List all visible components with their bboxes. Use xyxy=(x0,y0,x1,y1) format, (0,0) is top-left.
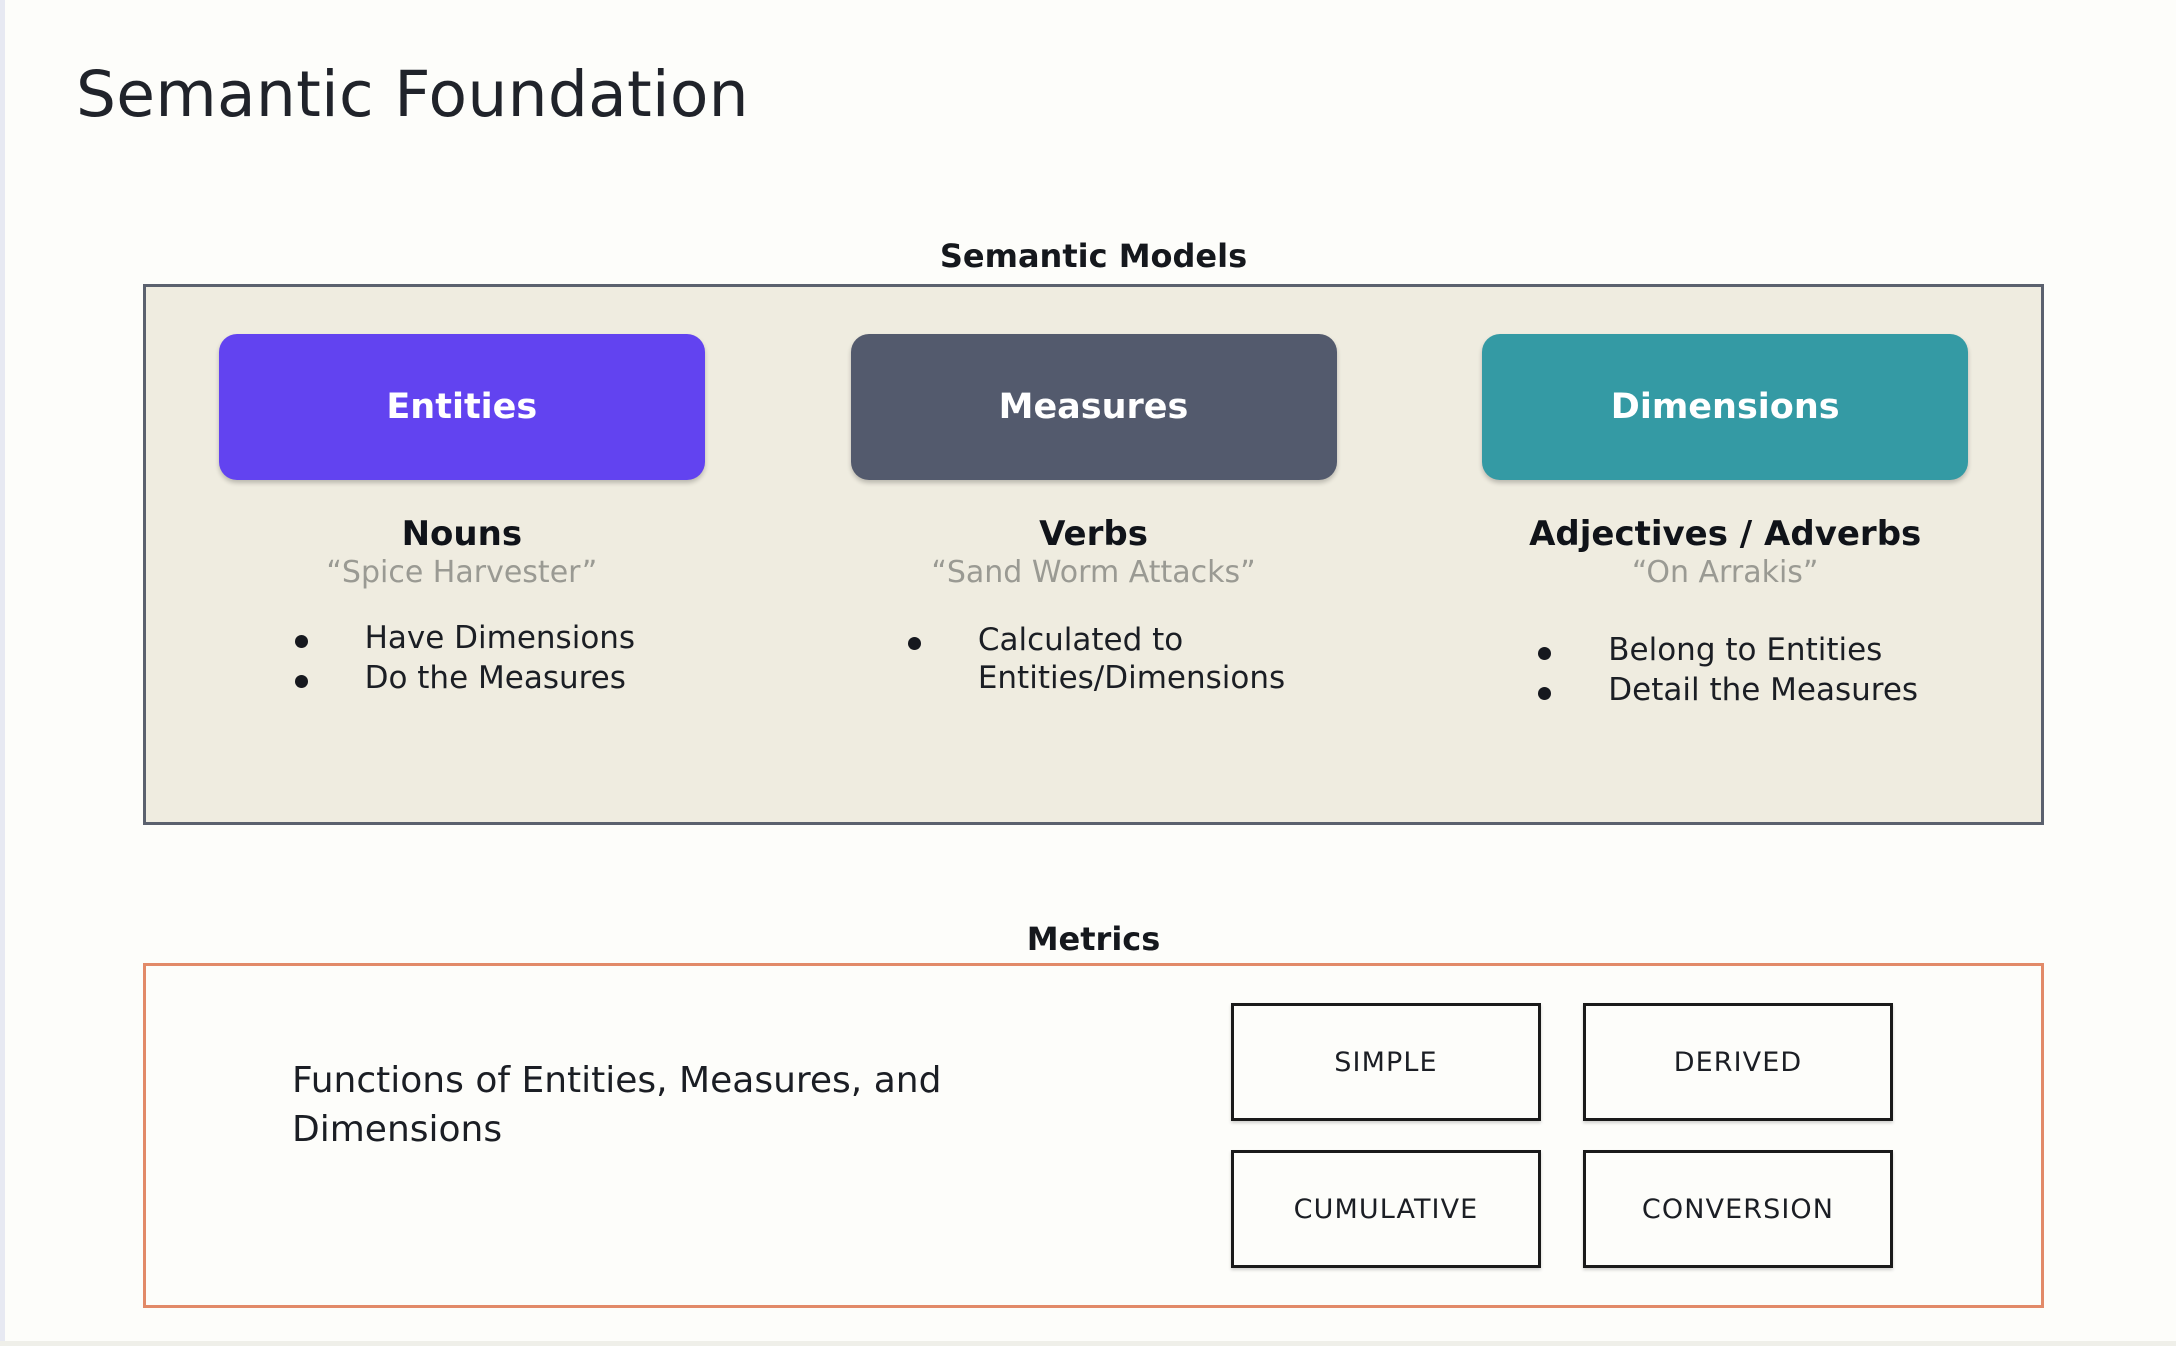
bullet-dot xyxy=(1538,646,1552,660)
list-item-label: Detail the Measures xyxy=(1608,671,1919,708)
metric-type-label: SIMPLE xyxy=(1334,1046,1438,1078)
measures-pill-label: Measures xyxy=(998,387,1189,427)
entities-part-of-speech: Nouns xyxy=(401,514,523,554)
entities-example: “Spice Harvester” xyxy=(326,554,598,590)
semantic-models-panel: Entities Nouns “Spice Harvester” Have Di… xyxy=(143,284,2044,825)
bullet-dot xyxy=(1538,686,1552,700)
entities-pill[interactable]: Entities xyxy=(218,334,705,480)
list-item-label: Belong to Entities xyxy=(1608,631,1883,668)
dimensions-example: “On Arrakis” xyxy=(1631,554,1819,590)
bullet-dot xyxy=(294,634,308,648)
semantic-column-dimensions: Dimensions Adjectives / Adverbs “On Arra… xyxy=(1409,287,2041,822)
metrics-heading: Metrics xyxy=(1026,920,1161,958)
list-item: Calculated to Entities/Dimensions xyxy=(902,622,1285,698)
dimensions-bullet-list: Belong to Entities Detail the Measures xyxy=(1532,632,1918,712)
list-item-label: Have Dimensions xyxy=(364,619,636,656)
metrics-type-grid: SIMPLE DERIVED CUMULATIVE CONVERSION xyxy=(1231,1003,1893,1268)
measures-part-of-speech: Verbs xyxy=(1039,514,1148,554)
metrics-panel: Functions of Entities, Measures, and Dim… xyxy=(143,963,2044,1308)
semantic-column-measures: Measures Verbs “Sand Worm Attacks” Calcu… xyxy=(778,287,1410,822)
dimensions-pill-label: Dimensions xyxy=(1610,387,1840,427)
bottom-edge-strip xyxy=(0,1341,2176,1346)
metric-type-simple[interactable]: SIMPLE xyxy=(1231,1003,1541,1121)
metrics-description: Functions of Entities, Measures, and Dim… xyxy=(292,1060,942,1150)
list-item-label: Calculated to Entities/Dimensions xyxy=(977,621,1286,696)
metric-type-cumulative[interactable]: CUMULATIVE xyxy=(1231,1150,1541,1268)
measures-bullet-list: Calculated to Entities/Dimensions xyxy=(902,622,1285,700)
metric-type-label: CUMULATIVE xyxy=(1293,1193,1479,1225)
semantic-models-heading: Semantic Models xyxy=(939,237,1248,275)
metric-type-conversion[interactable]: CONVERSION xyxy=(1583,1150,1893,1268)
metric-type-label: DERIVED xyxy=(1673,1046,1803,1078)
bullet-dot xyxy=(294,674,308,688)
metric-type-derived[interactable]: DERIVED xyxy=(1583,1003,1893,1121)
measures-example: “Sand Worm Attacks” xyxy=(931,554,1256,590)
list-item: Detail the Measures xyxy=(1532,672,1918,710)
left-edge-strip xyxy=(0,0,5,1346)
semantic-models-columns: Entities Nouns “Spice Harvester” Have Di… xyxy=(146,287,2041,822)
list-item-label: Do the Measures xyxy=(364,659,626,696)
metric-type-label: CONVERSION xyxy=(1641,1193,1835,1225)
entities-bullet-list: Have Dimensions Do the Measures xyxy=(289,619,636,700)
list-item: Do the Measures xyxy=(289,660,636,698)
dimensions-part-of-speech: Adjectives / Adverbs xyxy=(1529,514,1922,554)
list-item: Have Dimensions xyxy=(289,619,636,658)
measures-pill[interactable]: Measures xyxy=(850,334,1337,480)
page-title: Semantic Foundation xyxy=(76,58,749,131)
list-item: Belong to Entities xyxy=(1532,632,1918,670)
semantic-column-entities: Entities Nouns “Spice Harvester” Have Di… xyxy=(146,287,778,822)
dimensions-pill[interactable]: Dimensions xyxy=(1482,334,1969,480)
bullet-dot xyxy=(907,636,921,650)
entities-pill-label: Entities xyxy=(386,387,538,427)
